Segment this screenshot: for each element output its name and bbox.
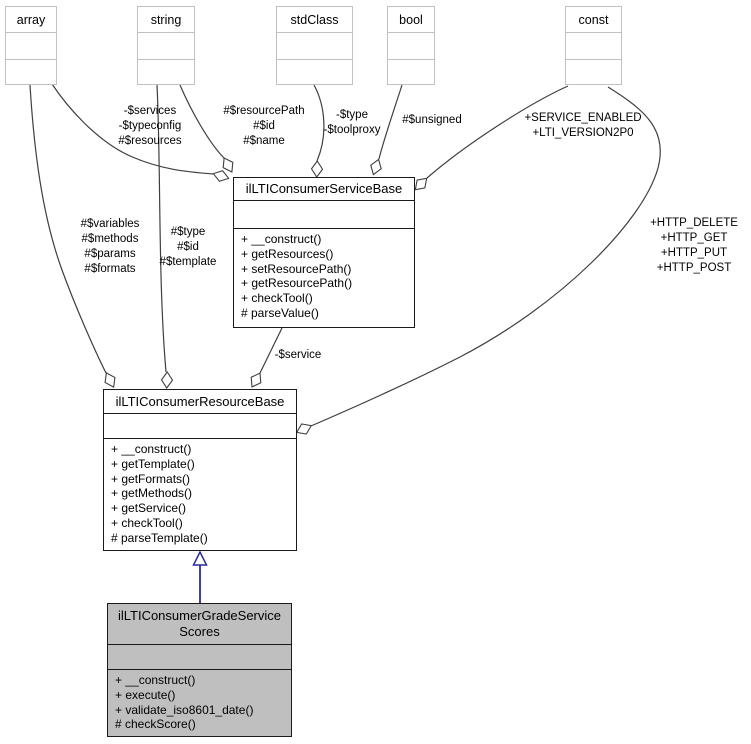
aggregation-diamond (414, 177, 428, 191)
node-string: string (137, 6, 195, 85)
edge-array-to-servicebase (51, 83, 214, 175)
member-row: + getResourcePath() (241, 276, 353, 291)
node-stdclass: stdClass (276, 6, 353, 85)
aggregation-diamond (310, 160, 324, 178)
node-bool: bool (387, 6, 435, 85)
edge-const-to-resourcebase (310, 86, 661, 427)
node-illticonsumerservicebase[interactable]: ilLTIConsumerServiceBase + __construct()… (233, 177, 415, 328)
methods-compartment: + __construct()+ getTemplate()+ getForma… (104, 438, 296, 550)
edge-label-type-toolproxy: -$type -$toolproxy (323, 109, 381, 136)
member-row: # parseTemplate() (111, 530, 208, 545)
class-title[interactable]: ilLTIConsumerServiceBase (245, 181, 403, 196)
member-row: + getResources() (241, 246, 334, 261)
aggregation-diamond (104, 372, 116, 388)
attributes-compartment (104, 413, 296, 438)
edge-label-variables-methods-params-formats: #$variables #$methods #$params #$formats (80, 218, 140, 275)
member-row: + getMethods() (111, 486, 193, 501)
node-title: string (150, 12, 182, 27)
edge-stdclass-to-servicebase (313, 84, 325, 162)
edge-string-to-resourcebase (156, 84, 167, 373)
member-row: + validate_iso8601_date() (115, 702, 254, 717)
attributes-compartment (234, 200, 414, 228)
attributes-compartment (566, 32, 621, 59)
methods-compartment: + __construct()+ execute()+ validate_iso… (108, 669, 291, 736)
aggregation-diamonds (104, 157, 428, 435)
member-row: + __construct() (111, 442, 192, 456)
aggregation-diamond (212, 170, 230, 182)
attributes-compartment (138, 32, 194, 59)
edge-servicebase-to-resourcebase (259, 327, 283, 374)
member-row: + getFormats() (111, 471, 191, 486)
edge-label-type-id-template: #$type #$id #$template (159, 226, 217, 268)
member-row: + getService() (111, 501, 187, 516)
edge-label-unsigned: #$unsigned (402, 114, 462, 126)
member-row: + checkTool() (111, 515, 183, 530)
member-row: # parseValue() (241, 305, 319, 320)
edge-const-to-servicebase (426, 85, 569, 179)
aggregation-diamond (295, 423, 313, 435)
attributes-compartment (6, 32, 56, 59)
edge-array-to-resourcebase (29, 84, 107, 374)
aggregation-diamond (160, 371, 174, 389)
operations-compartment (138, 59, 194, 84)
attributes-compartment (108, 644, 291, 669)
class-title[interactable]: ilLTIConsumerGradeService Scores (117, 608, 282, 639)
member-row: + setResourcePath() (241, 261, 352, 276)
edge-label-service: -$service (274, 349, 322, 361)
edge-label-services-typeconfig-resources: -$services -$typeconfig #$resources (118, 105, 182, 147)
edge-bool-to-servicebase (378, 84, 403, 160)
member-row: + execute() (115, 687, 176, 702)
node-title: array (16, 12, 46, 27)
methods-compartment: + __construct()+ getResources()+ setReso… (234, 228, 414, 327)
node-title: const (578, 12, 609, 27)
aggregation-diamond (370, 158, 382, 176)
edge-label-http-constants: +HTTP_DELETE +HTTP_GET +HTTP_PUT +HTTP_P… (650, 217, 738, 274)
edge-label-service-enabled-lti-version: +SERVICE_ENABLED +LTI_VERSION2P0 (524, 112, 642, 139)
attributes-compartment (277, 32, 352, 59)
node-title: stdClass (290, 12, 339, 27)
operations-compartment (277, 59, 352, 84)
node-illticonsumerresourcebase[interactable]: ilLTIConsumerResourceBase + __construct(… (103, 389, 297, 551)
member-row: + getTemplate() (111, 456, 195, 471)
member-row: + __construct() (115, 673, 196, 687)
attributes-compartment (388, 32, 434, 59)
edge-label-resourcepath-id-name: #$resourcePath #$id #$name (223, 105, 305, 147)
inheritance-arrowhead-icon (192, 550, 208, 566)
node-title: bool (399, 12, 423, 27)
operations-compartment (6, 59, 56, 84)
member-row: + __construct() (241, 232, 322, 246)
class-title[interactable]: ilLTIConsumerResourceBase (115, 393, 285, 409)
member-row: + checkTool() (241, 291, 313, 306)
node-const: const (565, 6, 622, 85)
operations-compartment (566, 59, 621, 84)
aggregation-diamond (222, 157, 234, 173)
member-row: # checkScore() (115, 717, 196, 732)
aggregation-diamond (250, 372, 262, 388)
node-illticonsumergradeservicescores[interactable]: ilLTIConsumerGradeService Scores + __con… (107, 603, 292, 737)
edge-string-to-servicebase (179, 84, 225, 159)
node-array: array (5, 6, 57, 85)
operations-compartment (388, 59, 434, 84)
